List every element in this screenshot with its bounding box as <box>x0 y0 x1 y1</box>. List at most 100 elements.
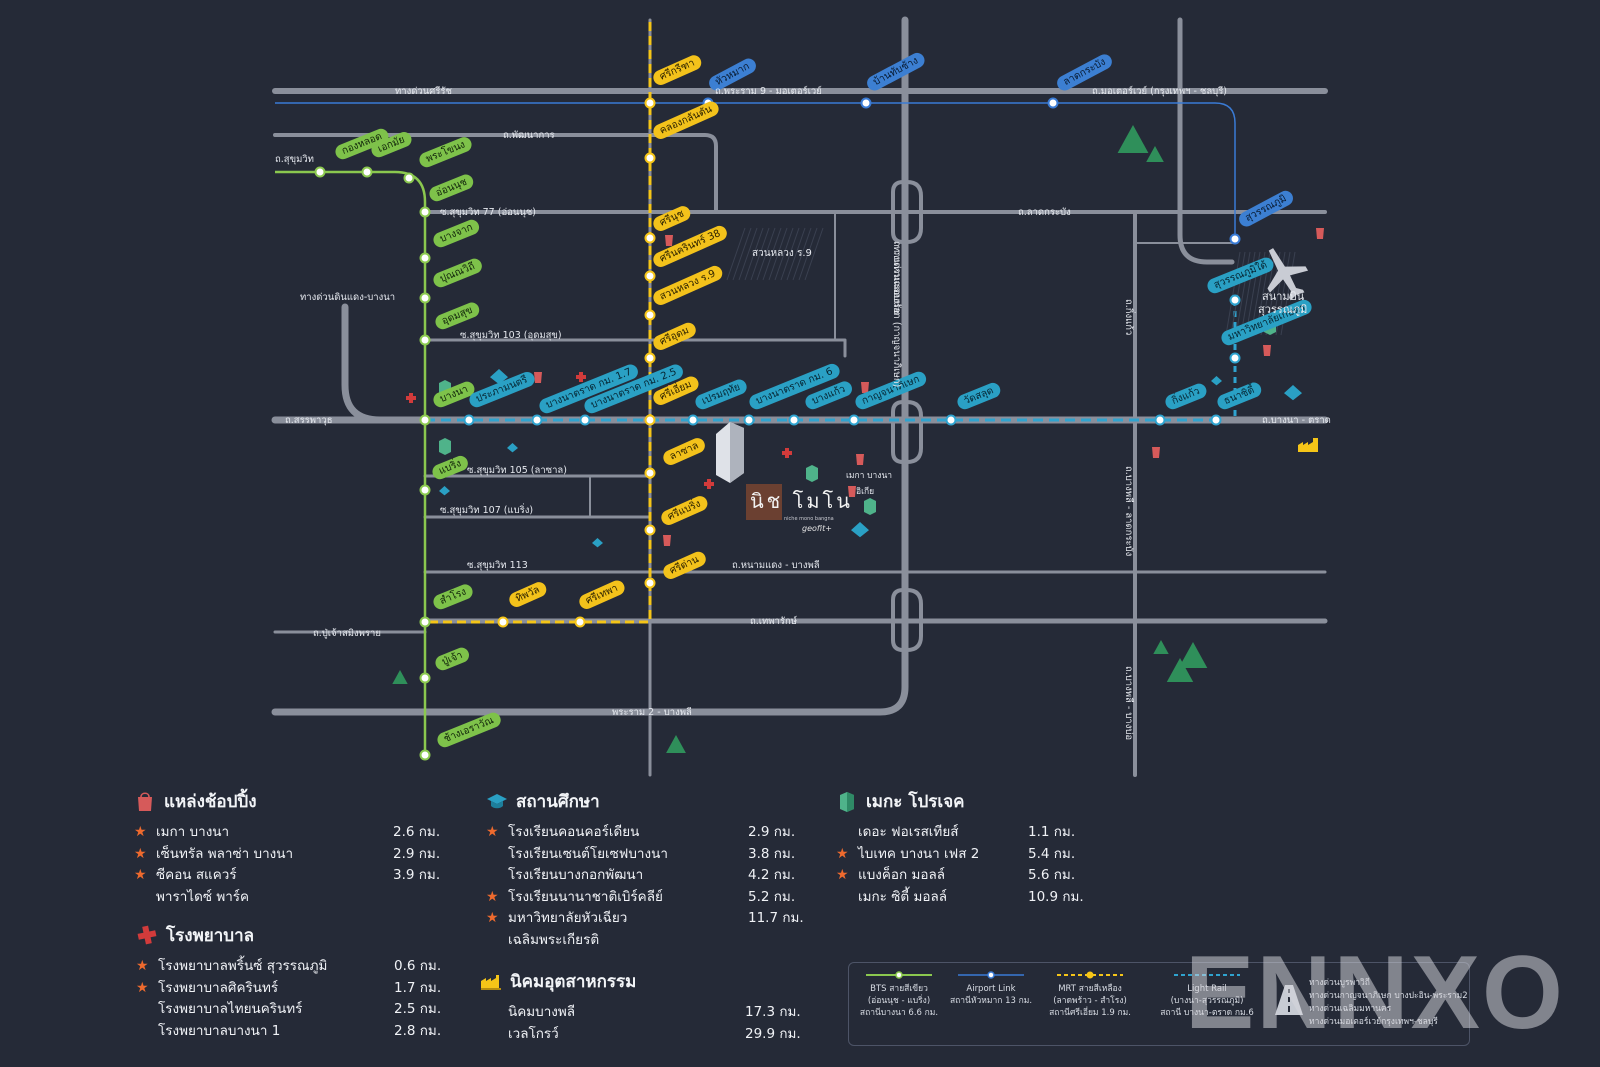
shopping-marker-icon <box>1316 228 1324 239</box>
legend-item-name: โรงพยาบาลศิครินทร์ <box>158 979 279 996</box>
star-icon: ★ <box>136 979 149 996</box>
watermark: ENNXO <box>1185 935 1565 1051</box>
legend-item-name: เมกา บางนา <box>156 824 230 840</box>
legend-item-distance: 3.8 กม. <box>748 845 796 862</box>
road-bangphli-ladkrabang-label: ถ.บางพลี - ลาดกระบัง <box>1123 466 1134 557</box>
park-hatch-line <box>798 227 818 281</box>
light-rail-station-dot <box>1229 352 1241 364</box>
project-logo: นิช โมโน niche mono bangna geofit+ <box>746 484 850 536</box>
road-nongbon-bangphli-label: ถ.หนามแดง - บางพลี <box>732 560 820 571</box>
tree-icon <box>666 735 686 753</box>
legend-item: ★ โรงพยาบาลศิครินทร์ 1.7 กม. <box>136 978 456 1000</box>
legend-item-distance: 2.9 กม. <box>393 845 441 862</box>
legend-item: ★ ซีคอน สแควร์ 3.9 กม. <box>134 865 454 887</box>
legend-item-distance: 3.9 กม. <box>393 867 441 883</box>
legend-arl-line <box>958 971 1024 979</box>
school-marker-icon <box>1211 376 1222 386</box>
star-icon: ★ <box>134 867 147 883</box>
mega-projects-section: เมกะ โปรเจค เดอะ ฟอเรสเทียส์1.1 กม.★ไบเท… <box>836 788 1096 908</box>
legend-item-distance: 1.7 กม. <box>394 979 442 996</box>
road-expressway-sirat-label: ทางด่วนศรีรัช <box>395 86 452 97</box>
hospital-list: ★โรงพยาบาลพริ้นซ์ สุวรรณภูมิ0.6 กม.★โรงพ… <box>136 956 456 1042</box>
park-label: สวนหลวง ร.9 <box>752 248 812 259</box>
road-rama2-bangphli-label: พระราม 2 - บางพลี <box>612 707 692 718</box>
highway-icon <box>1275 985 1303 1015</box>
legend-bts-text-2: (อ่อนนุช - แบริ่ง) <box>867 996 931 1006</box>
road-soi-103-line <box>423 338 847 358</box>
airport-hatch-line <box>1225 251 1241 336</box>
tree-icon <box>1178 642 1208 668</box>
road-bangna-trat-label: ถ.บางนา - ตราด <box>1262 415 1331 426</box>
factory-marker-icon <box>1298 438 1318 452</box>
road-expressway-dindaeng-bangna-label: ทางด่วนดินแดง-บางนา <box>300 292 396 303</box>
hospital-cross-icon <box>137 925 157 945</box>
legend-item-name: โรงพยาบาลไทยนครินทร์ <box>158 1001 303 1017</box>
mrt-station-dot <box>644 97 656 109</box>
legend-item-distance: 10.9 กม. <box>1028 888 1084 905</box>
school-marker-icon <box>851 522 869 538</box>
education-title: สถานศึกษา <box>516 791 600 812</box>
legend-bts: BTS สายสีเขียว (อ่อนนุช - แบริ่ง) สถานีบ… <box>857 971 941 1019</box>
school-marker-icon <box>507 443 518 453</box>
bts-station-dot <box>419 334 431 346</box>
road-pujaosamingphrai-label: ถ.ปู่เจ้าสมิงพราย <box>313 628 381 639</box>
legend-lrt-line <box>1174 974 1240 976</box>
legend-lrt-text-3: สถานี บางนา-ตราด กม.6 <box>1160 1008 1254 1018</box>
project-subname: niche mono bangna <box>784 516 834 522</box>
park-hatch-line <box>744 227 764 281</box>
road-kingkaew-label: ถ.กิ่งแก้ว <box>1123 299 1134 336</box>
legend-item-name: ซีคอน สแควร์ <box>156 867 237 883</box>
hospital-marker-icon <box>782 448 792 458</box>
hospital-marker-icon <box>576 372 586 382</box>
bts-station-dot <box>419 414 431 426</box>
park-hatch-line <box>732 227 752 281</box>
building-icon <box>840 792 854 812</box>
legend-mrt-line <box>1057 971 1123 979</box>
legend-item: ★แบงค็อก มอลล์5.6 กม. <box>836 865 1096 887</box>
industrial-section: นิคมอุตสาหกรรม นิคมบางพลี17.3 กม.เวลโกรว… <box>480 968 806 1045</box>
hospital-marker-icon <box>406 393 416 403</box>
legend-item: เฉลิมพระเกียรติ <box>486 930 806 952</box>
mrt-station-dot <box>644 152 656 164</box>
road-motorway-line <box>1177 17 1235 265</box>
legend-item-name: โรงพยาบาลพริ้นซ์ สุวรรณภูมิ <box>158 958 328 974</box>
bts-station-dot <box>314 166 326 178</box>
airport-label-1: สนามบิน <box>1262 290 1305 303</box>
mrt-station-dot <box>644 524 656 536</box>
legend-mrt: MRT สายสีเหลือง (ลาดพร้าว - สำโรง) สถานี… <box>1044 971 1136 1019</box>
mrt-station-dot <box>574 616 586 628</box>
shopping-title: แหล่งช้อปปิ้ง <box>164 791 257 812</box>
road-sanphawut-label: ถ.สรรพาวุธ <box>285 415 333 426</box>
road-rama9-motorway-label: ถ.พระราม 9 - มอเตอร์เวย์ <box>715 86 822 97</box>
legend-item: พาราไดซ์ พาร์ค <box>134 887 454 909</box>
road-rama2-line <box>271 16 909 716</box>
rail-network <box>275 22 1237 755</box>
bts-station-dot <box>419 484 431 496</box>
legend-item-distance: 11.7 กม. <box>748 910 804 926</box>
shopping-marker-icon <box>663 535 671 546</box>
legend-lrt-text-1: Light Rail <box>1187 984 1227 994</box>
legend-mrt-text-2: (ลาดพร้าว - สำโรง) <box>1053 996 1127 1006</box>
star-icon: ★ <box>836 845 849 862</box>
legend-item: เมกะ ซิตี้ มอลล์10.9 กม. <box>836 887 1096 909</box>
legend-item: เดอะ ฟอเรสเทียส์1.1 กม. <box>836 822 1096 844</box>
project-marker-icon <box>806 465 818 482</box>
tower-side <box>730 422 744 483</box>
light-rail-station-dot <box>531 414 543 426</box>
legend-item-name: พาราไดซ์ พาร์ค <box>156 888 250 905</box>
mrt-station-dot <box>644 270 656 282</box>
airport-link-station-dot <box>1229 233 1241 245</box>
road-sukhumvit-label: ถ.สุขุมวิท <box>275 154 314 165</box>
light-rail-station-dot <box>945 414 957 426</box>
shopping-marker-icon <box>534 372 542 383</box>
legend-item-name: เฉลิมพระเกียรติ <box>508 931 600 948</box>
shopping-marker-icon <box>861 382 869 393</box>
hospital-section: โรงพยาบาล ★โรงพยาบาลพริ้นซ์ สุวรรณภูมิ0.… <box>136 922 456 1042</box>
legend-airport-link: Airport Link สถานีหัวหมาก 13 กม. <box>949 971 1033 1007</box>
